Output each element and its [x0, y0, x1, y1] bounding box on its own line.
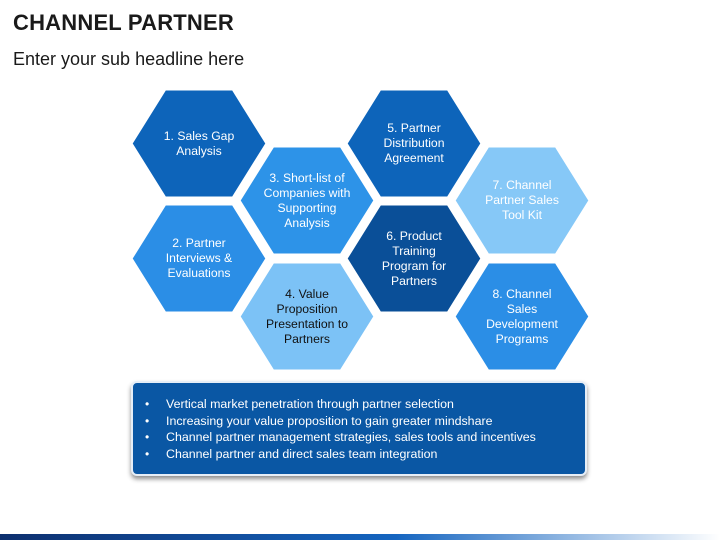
hexagon-label: 1. Sales Gap Analysis	[163, 128, 235, 158]
hexagon-fill	[129, 202, 269, 315]
hexagon-fill	[237, 260, 377, 373]
hexagon-partner-distribution: 5. Partner Distribution Agreement	[344, 87, 484, 200]
hexagon-shape	[452, 260, 592, 373]
hexagon-label: 7. Channel Partner Sales Tool Kit	[485, 178, 559, 222]
bullet-list: Vertical market penetration through part…	[133, 383, 585, 462]
hexagon-label: 5. Partner Distribution Agreement	[383, 121, 445, 165]
hexagon-short-list-companies: 3. Short-list of Companies with Supporti…	[237, 144, 377, 257]
hexagon-shape	[237, 144, 377, 257]
summary-box: Vertical market penetration through part…	[131, 381, 587, 476]
hexagon-fill	[452, 260, 592, 373]
bullet-item: Increasing your value proposition to gai…	[145, 413, 585, 430]
bullet-item: Channel partner management strategies, s…	[145, 429, 585, 446]
bullet-item: Channel partner and direct sales team in…	[145, 446, 585, 463]
hexagon-shape	[344, 202, 484, 315]
hexagon-shape	[129, 87, 269, 200]
hexagon-fill	[129, 87, 269, 200]
hexagon-sales-gap-analysis: 1. Sales Gap Analysis	[129, 87, 269, 200]
hexagon-fill	[344, 202, 484, 315]
hexagon-value-proposition: 4. Value Proposition Presentation to Par…	[237, 260, 377, 373]
hexagon-fill	[237, 144, 377, 257]
hexagon-shape	[344, 87, 484, 200]
hexagon-label: 2. Partner Interviews & Evaluations	[165, 236, 233, 280]
hexagon-fill	[452, 144, 592, 257]
page-title: CHANNEL PARTNER	[13, 10, 234, 35]
hexagon-label: 6. Product Training Program for Partners	[381, 228, 447, 288]
hexagon-partner-interviews: 2. Partner Interviews & Evaluations	[129, 202, 269, 315]
hexagon-shape	[129, 202, 269, 315]
hexagon-label: 8. Channel Sales Development Programs	[486, 286, 558, 346]
hexagon-product-training: 6. Product Training Program for Partners	[344, 202, 484, 315]
hexagon-shape	[237, 260, 377, 373]
hexagon-sales-development: 8. Channel Sales Development Programs	[452, 260, 592, 373]
bullet-item: Vertical market penetration through part…	[145, 396, 585, 413]
hexagon-sales-tool-kit: 7. Channel Partner Sales Tool Kit	[452, 144, 592, 257]
hexagon-fill	[344, 87, 484, 200]
hexagon-shape	[452, 144, 592, 257]
sub-headline: Enter your sub headline here	[13, 49, 245, 69]
footer-accent-bar	[0, 534, 720, 540]
hexagon-label: 3. Short-list of Companies with Supporti…	[263, 170, 351, 230]
hexagon-label: 4. Value Proposition Presentation to Par…	[266, 286, 348, 346]
